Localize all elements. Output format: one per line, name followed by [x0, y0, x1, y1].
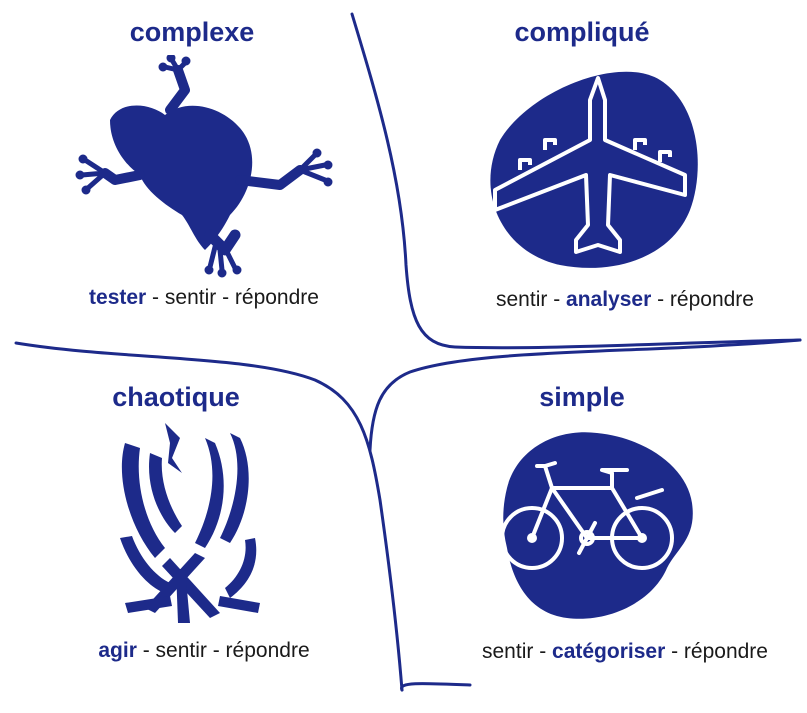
frog-icon [75, 55, 333, 278]
simple-caption-tail: - répondre [665, 640, 768, 663]
chaotic-caption-action: agir [98, 639, 137, 662]
complicated-caption-lead: sentir - [496, 288, 567, 311]
chaotic-caption: agir - sentir - répondre [98, 639, 309, 663]
complicated-caption: sentir - analyser - répondre [496, 288, 754, 312]
simple-caption: sentir - catégoriser - répondre [482, 640, 768, 664]
chaotic-title: chaotique [112, 382, 240, 412]
bicycle-icon [500, 432, 693, 619]
complicated-caption-action: analyser [566, 288, 652, 311]
complex-caption-action: tester [89, 286, 147, 309]
complex-title: complexe [129, 17, 255, 47]
complex-caption-rest: - sentir - répondre [146, 286, 319, 309]
airplane-icon [490, 71, 698, 268]
simple-caption-action: catégoriser [552, 640, 666, 663]
complicated-title: compliqué [514, 17, 650, 47]
chaotic-caption-rest: - sentir - répondre [136, 639, 310, 662]
complex-caption: tester - sentir - répondre [89, 286, 319, 310]
complicated-caption-tail: - répondre [651, 288, 754, 311]
fire-icon [120, 423, 260, 623]
simple-caption-lead: sentir - [482, 640, 553, 663]
simple-title: simple [539, 382, 625, 412]
